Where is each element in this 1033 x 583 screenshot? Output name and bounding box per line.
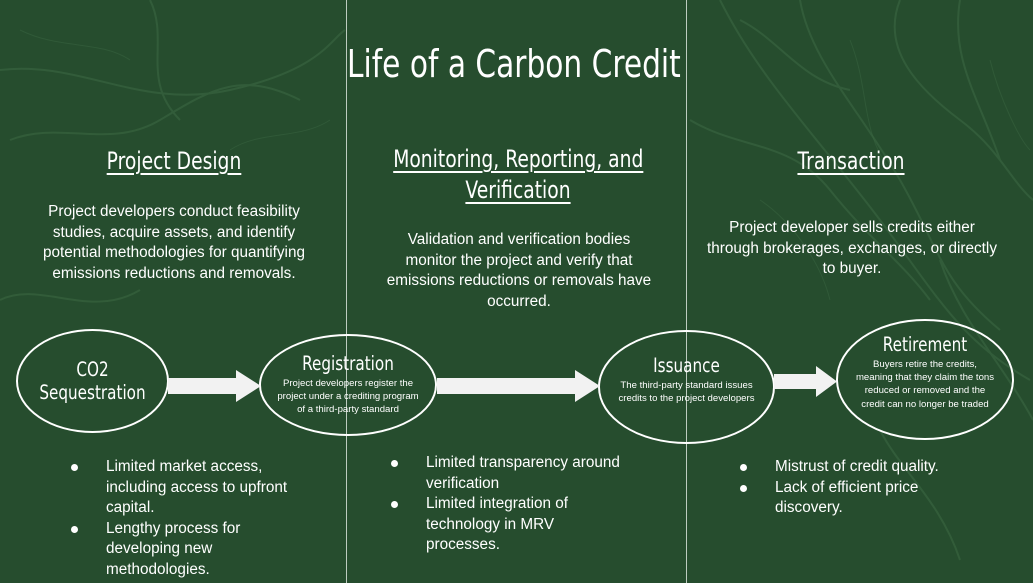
challenge-text: Mistrust of credit quality.: [775, 458, 939, 475]
list-item: Lengthy process for developing new metho…: [71, 519, 303, 581]
description-transaction: Project developer sells credits either t…: [707, 219, 997, 278]
challenge-text: Limited integration of technology in MRV…: [426, 495, 569, 554]
stage-retirement-name: Retirement: [882, 333, 968, 356]
heading-mrv-line2: Verification: [465, 176, 571, 204]
stage-registration: Registration Project developers register…: [259, 334, 437, 436]
stage-retirement-description: Buyers retire the credits, meaning that …: [855, 359, 995, 410]
arrow-issuance-to-retirement: [774, 366, 837, 397]
stage-co2-line1: CO2: [76, 358, 109, 381]
challenges-mrv: Limited transparency around verification…: [391, 453, 621, 556]
description-mrv: Validation and verification bodies monit…: [386, 231, 652, 311]
description-project-design: Project developers conduct feasibility s…: [43, 203, 305, 283]
bullet-icon: [391, 460, 398, 467]
stage-retirement: Retirement Buyers retire the credits, me…: [836, 319, 1014, 440]
column-divider-right: [686, 0, 687, 583]
stage-co2-line2: Sequestration: [39, 381, 146, 404]
challenge-text: Lengthy process for developing new metho…: [106, 519, 241, 578]
bullet-icon: [740, 484, 747, 492]
bullet-icon: [740, 464, 747, 471]
arrow-co2-to-registration: [168, 370, 261, 402]
stage-issuance-name: Issuance: [653, 354, 720, 377]
challenges-transaction: Mistrust of credit quality. Lack of effi…: [740, 457, 980, 519]
stage-registration-description: Project developers register the project …: [277, 378, 419, 416]
challenges-project-design: Limited market access, including access …: [71, 457, 303, 581]
challenge-text: Limited transparency around verification: [426, 454, 620, 492]
stage-registration-name: Registration: [302, 352, 394, 375]
page-title: Life of a Carbon Credit: [347, 42, 681, 86]
challenge-text: Limited market access, including access …: [106, 458, 288, 517]
list-item: Limited transparency around verification: [391, 453, 621, 494]
challenge-text: Lack of efficient price discovery.: [775, 478, 919, 517]
list-item: Limited market access, including access …: [71, 457, 303, 519]
heading-transaction: Transaction: [757, 146, 944, 177]
heading-transaction-text: Transaction: [797, 147, 905, 175]
list-item: Mistrust of credit quality.: [740, 457, 980, 478]
column-divider-left: [346, 0, 347, 583]
list-item: Lack of efficient price discovery.: [740, 478, 980, 519]
heading-project-design: Project Design: [80, 146, 267, 177]
bullet-icon: [71, 464, 78, 471]
arrow-registration-to-issuance: [437, 370, 600, 402]
stage-co2-sequestration: CO2 Sequestration: [16, 329, 169, 433]
stage-issuance: Issuance The third-party standard issues…: [598, 330, 775, 444]
heading-mrv: Monitoring, Reporting, and Verification: [393, 144, 643, 206]
list-item: Limited integration of technology in MRV…: [391, 494, 621, 556]
stage-issuance-description: The third-party standard issues credits …: [618, 380, 755, 405]
heading-mrv-line1: Monitoring, Reporting, and: [393, 145, 644, 173]
heading-project-design-text: Project Design: [106, 147, 242, 175]
bullet-icon: [71, 525, 78, 533]
bullet-icon: [391, 501, 398, 509]
